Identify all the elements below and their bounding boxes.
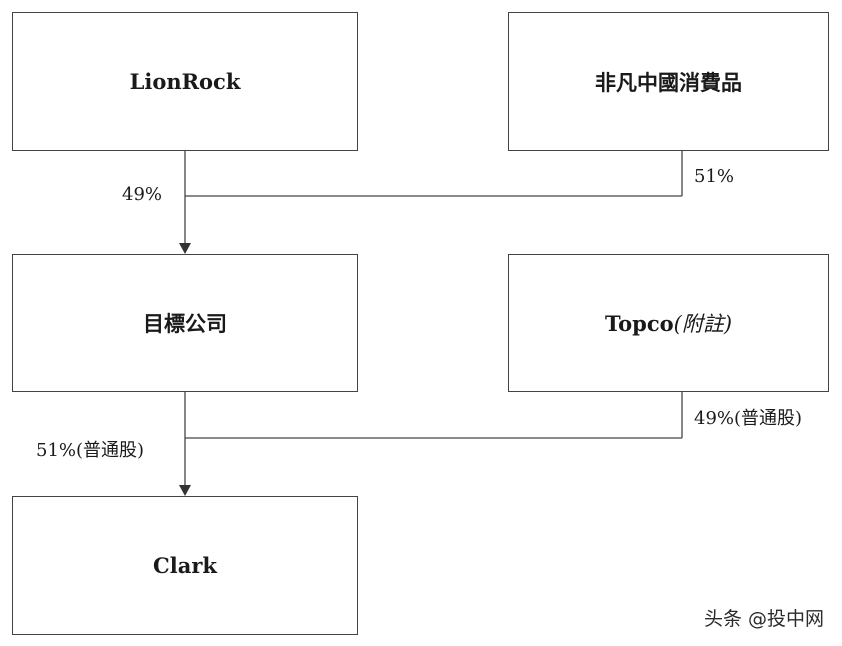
lionrock-to-target-arrow [179,243,191,254]
edge-label-topco-to-clark: 49%(普通股) [694,408,803,429]
entity-note-topco: (附註) [673,312,733,336]
edge-label-lionrock-to-target: 49% [122,184,163,205]
watermark: 头条 @投中网 [703,608,824,630]
entity-label-lionrock: LionRock [129,69,241,94]
entity-label-target: 目標公司 [143,311,227,336]
entity-label-topco: Topco [604,310,674,336]
entity-box-feifan: 非凡中國消費品 [508,12,829,151]
entity-label-feifan: 非凡中國消費品 [595,69,742,95]
entity-box-target: 目標公司 [12,254,358,392]
edge-label-feifan-to-target: 51% [694,166,735,187]
target-to-clark-arrow [179,485,191,496]
entity-box-lionrock: LionRock [12,12,358,151]
entity-box-clark: Clark [12,496,358,635]
entity-label-clark: Clark [153,553,217,578]
entity-box-topco: Topco(附註) [508,254,829,392]
edge-label-target-to-clark: 51%(普通股) [36,440,145,461]
